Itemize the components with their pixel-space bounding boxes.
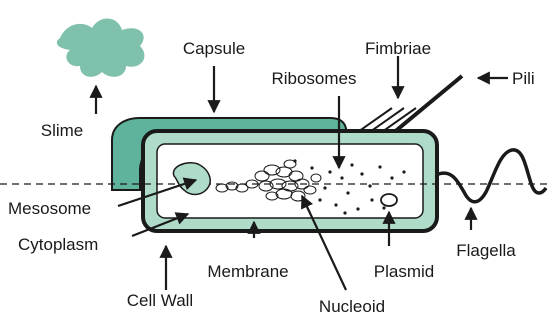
pilus-line (392, 76, 462, 134)
label-nucleoid: Nucleoid (319, 297, 385, 316)
flagellum (436, 150, 546, 202)
label-pili: Pili (512, 69, 535, 88)
slime-blob (57, 18, 145, 76)
label-flagella: Flagella (456, 241, 516, 260)
label-mesosome: Mesosome (8, 199, 91, 218)
label-ribosomes: Ribosomes (271, 69, 356, 88)
label-capsule: Capsule (183, 39, 245, 58)
label-fimbriae: Fimbriae (365, 39, 431, 58)
label-membrane: Membrane (207, 262, 288, 281)
label-cytoplasm: Cytoplasm (18, 235, 98, 254)
label-plasmid: Plasmid (374, 262, 434, 281)
label-cell-wall: Cell Wall (127, 291, 193, 310)
label-slime: Slime (41, 121, 84, 140)
